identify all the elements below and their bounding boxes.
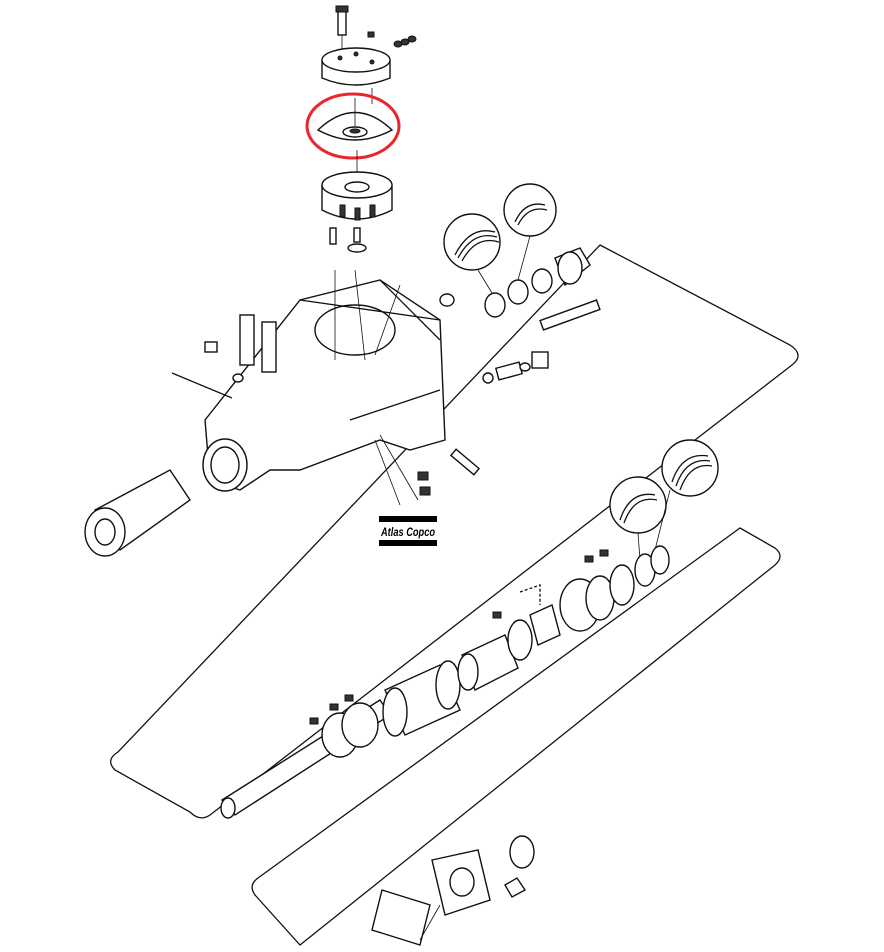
main-body: [171, 269, 446, 492]
cover-plate: [371, 835, 535, 946]
diaphragm: [316, 98, 394, 141]
atlas-copco-logo: Atlas Copco: [379, 516, 437, 546]
piston-assembly: [220, 545, 670, 819]
top-cap: [321, 5, 417, 104]
panel-cover-group: [251, 527, 781, 946]
front-bushing: [84, 469, 191, 557]
highlight-circle: [305, 92, 401, 160]
spring-nozzle: [393, 35, 417, 48]
logo-text: Atlas Copco: [380, 525, 435, 539]
seal-detail-callouts: [443, 183, 719, 561]
panel-body-group: [110, 244, 799, 819]
valve-housing: [321, 150, 393, 253]
